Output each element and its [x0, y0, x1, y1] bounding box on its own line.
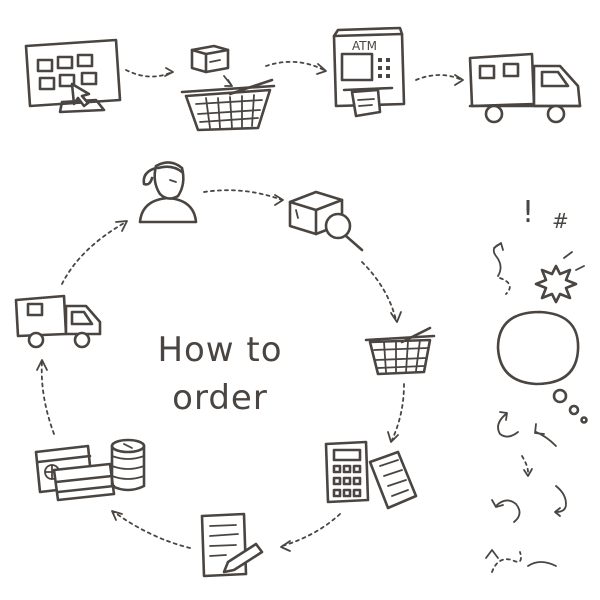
arrow-icons: [485, 411, 567, 573]
atm-label: ATM: [352, 39, 377, 53]
delivery-truck-icon: [468, 52, 582, 124]
cycle-arrowhead-7: [115, 220, 128, 232]
cycle-arrow-2: [361, 261, 397, 321]
burst-icon: [534, 251, 585, 304]
cycle-arrowhead-4: [280, 540, 291, 552]
title-line-2: order: [172, 378, 268, 418]
hash-symbol: #: [552, 209, 569, 233]
card-cash-coins-icon: [34, 438, 146, 502]
cycle-arrowhead-2: [390, 311, 402, 323]
flow-arrow-3: [415, 74, 463, 81]
cycle-arrowhead-1: [274, 194, 284, 206]
cycle-arrowhead-3: [387, 431, 399, 443]
cycle-arrow-3: [391, 383, 405, 441]
cycle-arrow-5: [113, 511, 191, 549]
flow-arrowhead-1: [164, 67, 174, 77]
box-into-basket-icon: [180, 44, 276, 132]
speech-bubble-icon: [496, 310, 588, 424]
cycle-arrow-7: [61, 221, 127, 285]
exclamation-symbol: !: [522, 195, 534, 230]
shopping-basket-icon: [364, 326, 436, 376]
flow-arrowhead-2: [316, 63, 327, 75]
cycle-arrowhead-5: [111, 510, 123, 521]
cycle-arrowhead-6: [36, 359, 48, 371]
cycle-arrow-6: [40, 361, 55, 435]
flow-arrowhead-3: [454, 74, 464, 86]
atm-machine-icon: ATM: [332, 26, 406, 118]
flow-arrow-2: [265, 60, 325, 71]
box-search-icon: [288, 190, 364, 252]
calculator-receipt-icon: [324, 440, 418, 510]
order-form-pencil-icon: [200, 512, 264, 578]
squiggle-arrow-icon: [492, 242, 511, 295]
title-line-1: How to: [157, 330, 283, 370]
computer-screen-icon: [24, 38, 122, 114]
cycle-arrow-1: [203, 189, 283, 201]
woman-customer-icon: [138, 161, 198, 224]
delivery-truck-left-icon: [14, 294, 102, 349]
